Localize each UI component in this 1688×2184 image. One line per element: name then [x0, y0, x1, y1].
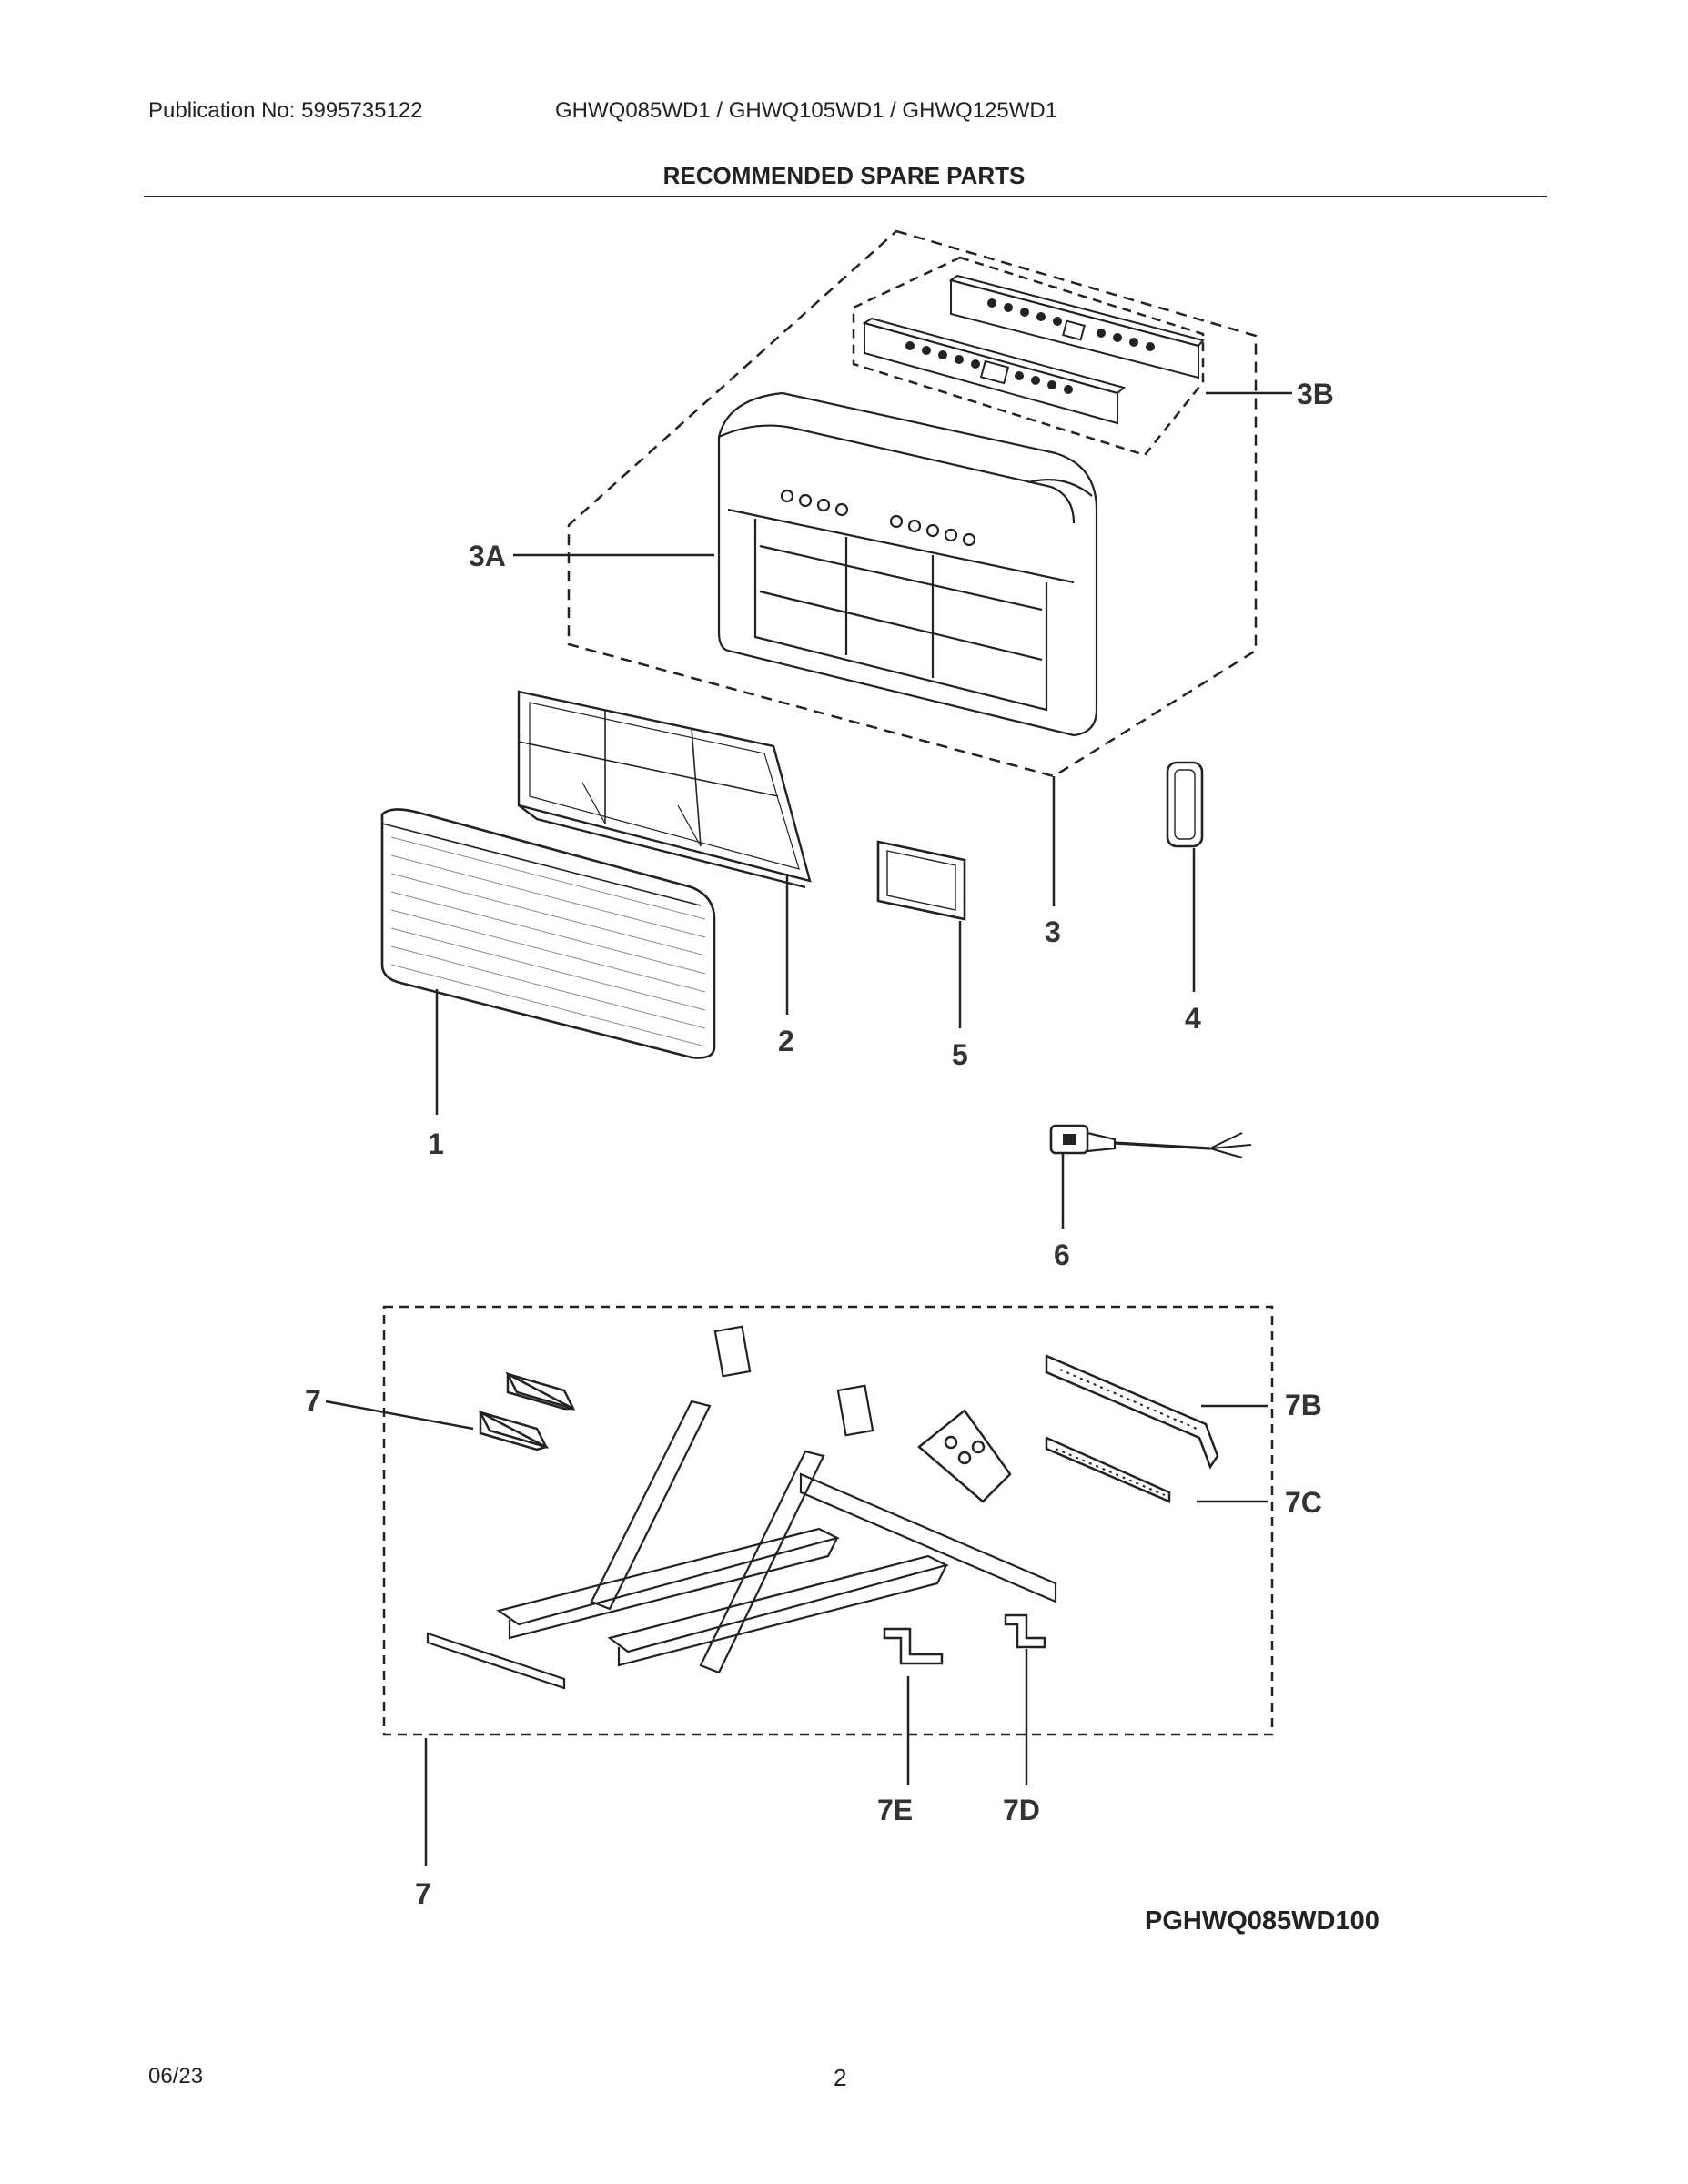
- power-cord-part: [1049, 1124, 1252, 1158]
- support-bar-7b-part: [1045, 1354, 1219, 1470]
- page-title: RECOMMENDED SPARE PARTS: [662, 162, 1026, 189]
- item-7-dashed-outline: [382, 1305, 1274, 1736]
- label-3a: 3A: [469, 540, 506, 572]
- label-3b: 3B: [1297, 378, 1334, 410]
- mounting-frame-part: [426, 1325, 1057, 1690]
- title-divider: [144, 196, 1547, 197]
- front-frame-part: [717, 391, 1098, 737]
- label-6: 6: [1054, 1239, 1070, 1271]
- label-7b: 7B: [1285, 1389, 1322, 1421]
- label-4: 4: [1185, 1002, 1201, 1035]
- label-7-top: 7: [305, 1384, 321, 1417]
- drawing-code: PGHWQ085WD100: [1145, 1906, 1380, 1936]
- remote-control-part: [1166, 761, 1204, 848]
- air-filter-part: [517, 690, 812, 889]
- foam-pads-part: [478, 1371, 576, 1451]
- bracket-7d-part: [1004, 1613, 1046, 1649]
- model-numbers: GHWQ085WD1 / GHWQ105WD1 / GHWQ125WD1: [555, 98, 1058, 123]
- label-3: 3: [1045, 915, 1061, 948]
- label-5: 5: [952, 1038, 968, 1071]
- publication-number: Publication No: 5995735122: [148, 98, 423, 123]
- leader-7-top: [325, 1400, 474, 1431]
- support-bar-7c-part: [1045, 1436, 1171, 1503]
- front-grille-part: [380, 808, 716, 1059]
- label-2: 2: [778, 1025, 794, 1057]
- label-7e: 7E: [877, 1794, 913, 1826]
- bracket-7e-part: [883, 1627, 944, 1665]
- label-7-bottom: 7: [415, 1877, 431, 1910]
- hardware-bag-part: [917, 1409, 1012, 1503]
- label-7d: 7D: [1003, 1794, 1040, 1826]
- label-1: 1: [428, 1127, 444, 1160]
- item-3b-dashed-outline: [852, 256, 1205, 457]
- publication-date: 06/23: [148, 2064, 204, 2088]
- item-3-dashed-outline: [567, 229, 1258, 778]
- gasket-frame-part: [876, 840, 966, 921]
- control-board-parts: [862, 274, 1205, 425]
- page-number: 2: [834, 2064, 847, 2091]
- label-7c: 7C: [1285, 1486, 1322, 1519]
